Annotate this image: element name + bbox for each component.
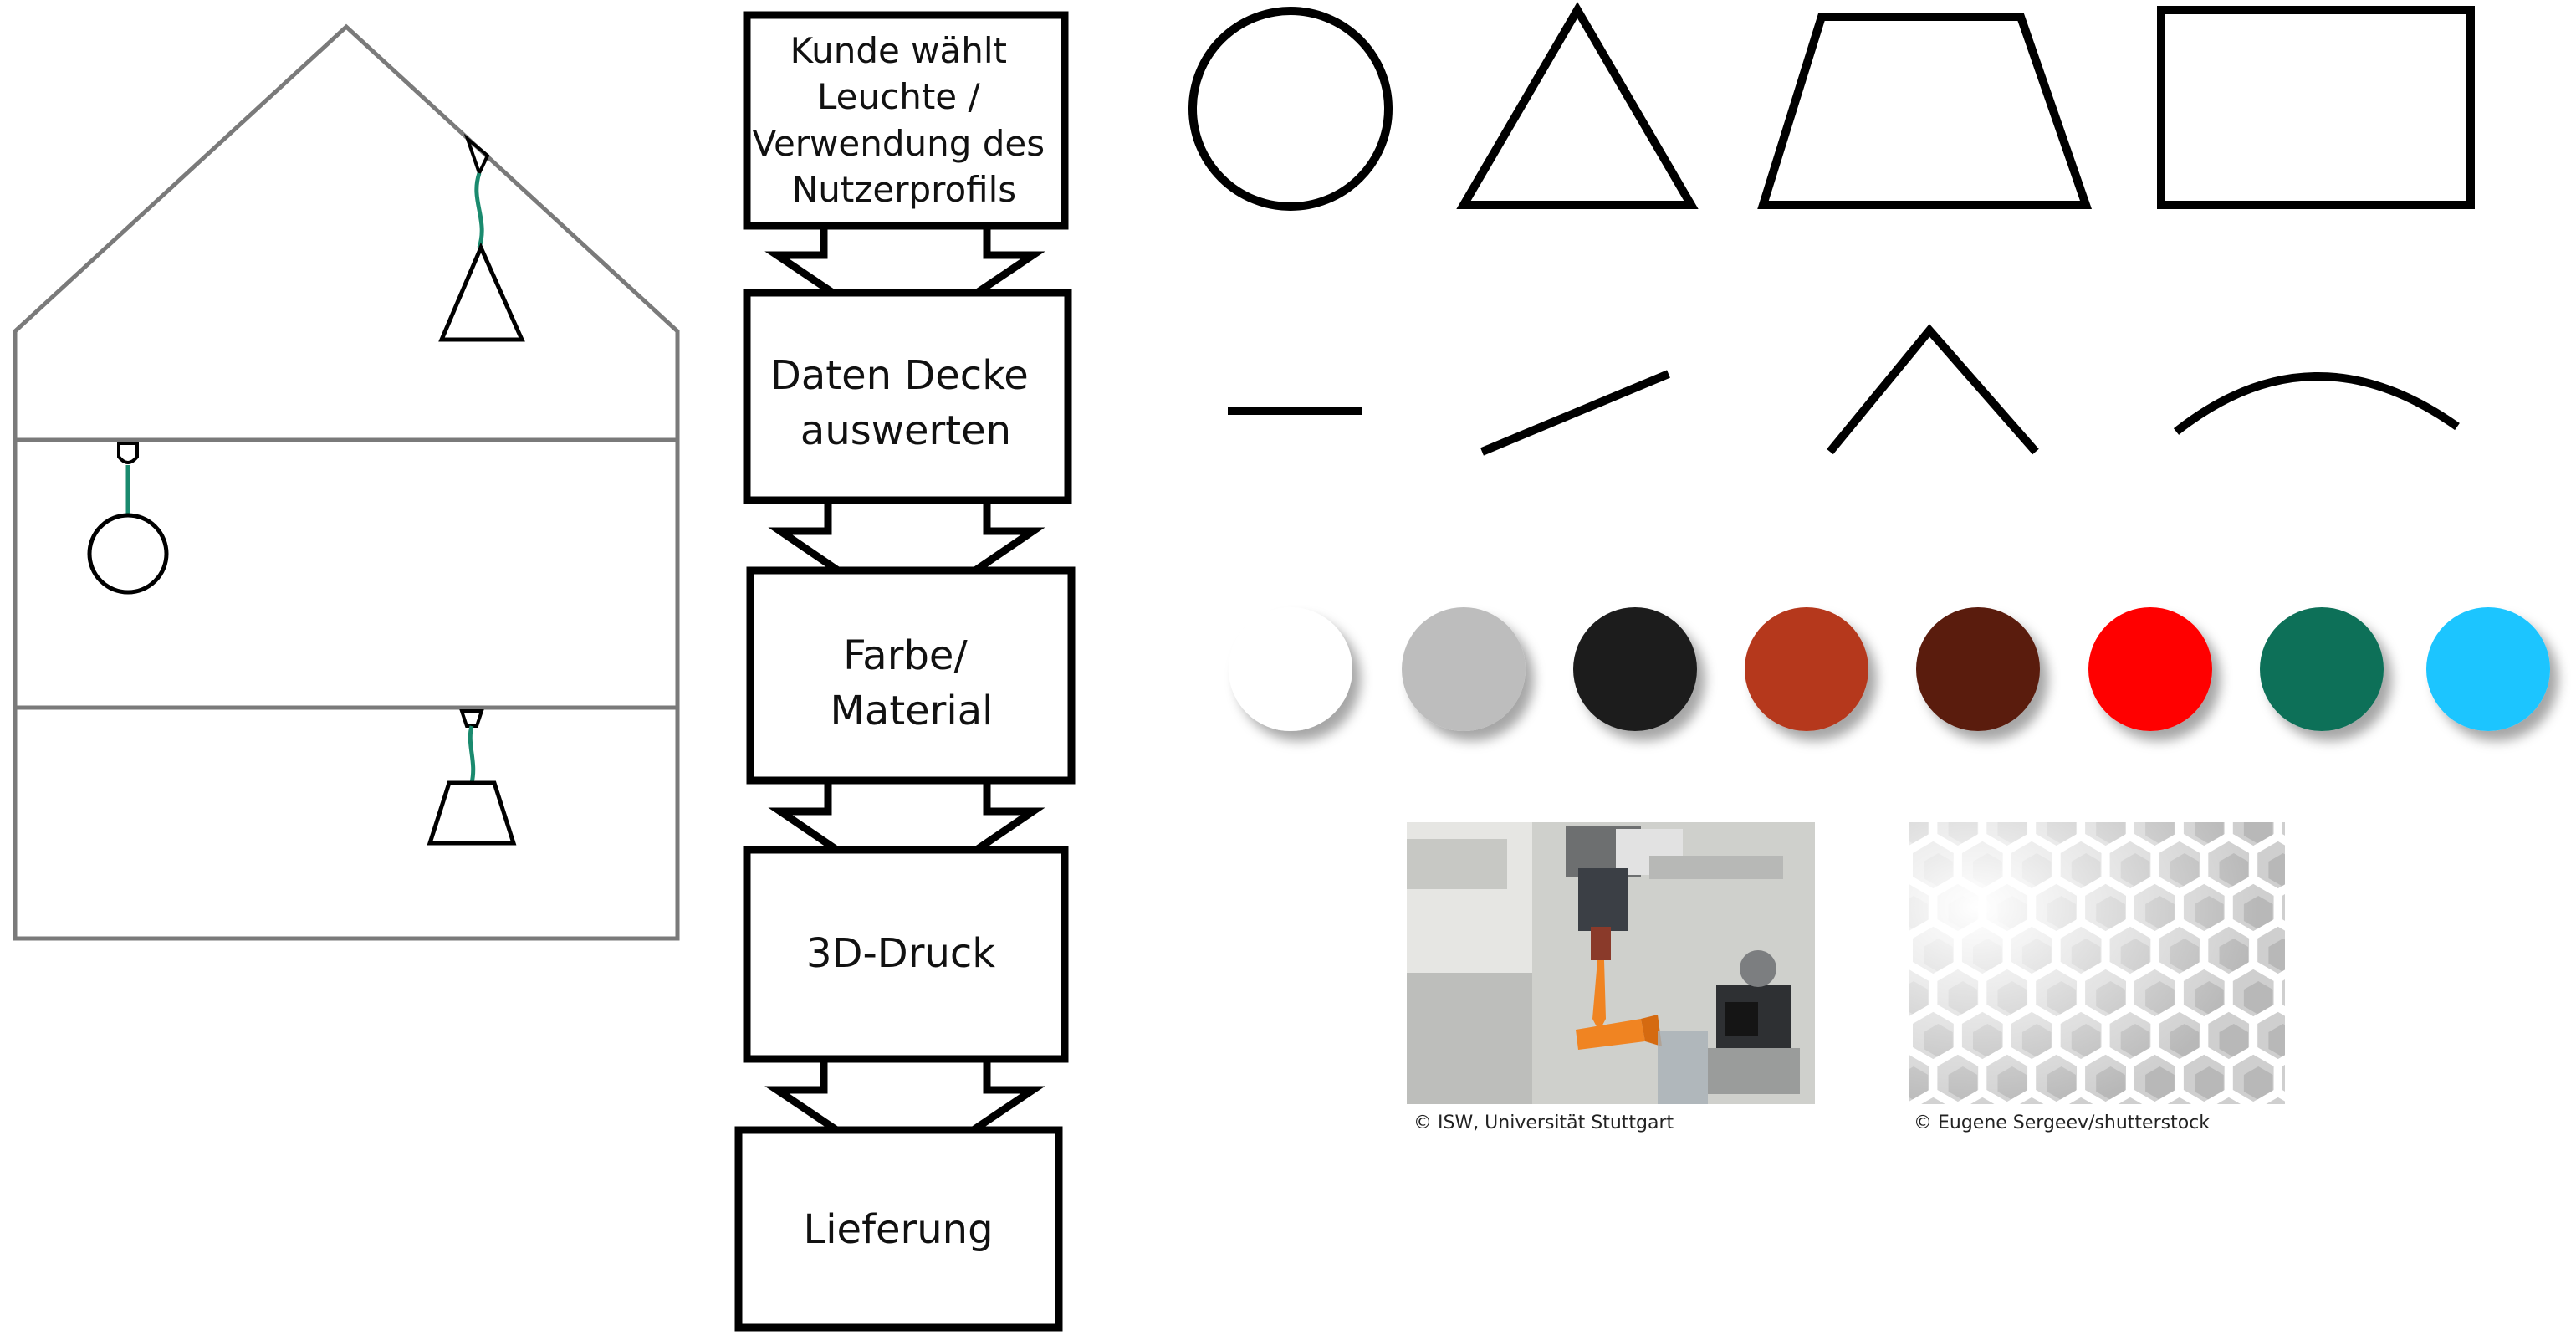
triangle-shape-icon [1456, 2, 1699, 209]
color-swatch-dark-brown [1916, 607, 2040, 731]
lattice-structure-photo [1909, 822, 2285, 1104]
lamp-mount-icon [463, 133, 490, 178]
lamp-mount-icon [459, 709, 484, 728]
trapezoid-shade-icon [427, 780, 517, 846]
flow-step-4-box [743, 846, 1069, 1063]
printer-photo-credit: © ISW, Universität Stuttgart [1413, 1112, 1674, 1133]
flow-step-5-box [734, 1126, 1063, 1332]
flow-step-2-text: Daten Decke auswerten [770, 352, 1041, 454]
house-outline [13, 23, 680, 941]
rectangle-shape-icon [2157, 6, 2475, 209]
flow-step-2-box [743, 289, 1072, 504]
house-diagram [13, 23, 680, 941]
color-palette [1229, 607, 2550, 731]
flow-step-4-text: 3D-Druck [806, 930, 995, 977]
flow-step-3-box [746, 566, 1076, 785]
angled-line-icon [1827, 324, 2039, 455]
color-swatch-rust [1745, 607, 1868, 731]
triangle-shade-icon [438, 242, 525, 342]
shade-shape-options [1188, 2, 2475, 211]
triangle-pendant-lamp [438, 133, 525, 342]
arc-line-icon [2173, 372, 2460, 435]
lamp-cord [474, 172, 484, 248]
color-swatch-red [2088, 607, 2212, 731]
color-swatch-black [1573, 607, 1697, 731]
lattice-photo-credit: © Eugene Sergeev/shutterstock [1914, 1112, 2210, 1133]
flow-step-5-text: Lieferung [803, 1206, 993, 1253]
color-swatch-light-gray [1402, 607, 1526, 731]
inclined-line-icon [1480, 370, 1670, 456]
lamp-mount-icon [117, 442, 139, 464]
line-style-options [1228, 324, 2460, 456]
flow-step-3-text: Farbe/ Material [831, 632, 994, 734]
flow-step-1-box [743, 11, 1069, 230]
trapezoid-pendant-lamp [427, 709, 517, 846]
process-flow: Kunde wählt Leuchte / Verwendung des Nut… [734, 11, 1076, 1332]
trapezoid-shape-icon [1757, 13, 2093, 209]
color-swatch-white [1229, 607, 1352, 731]
circle-shape-icon [1188, 7, 1393, 211]
color-swatch-sky-blue [2426, 607, 2550, 731]
lamp-cord [468, 725, 476, 784]
robot-3d-printer-photo [1407, 822, 1815, 1104]
flow-step-1-text: Kunde wählt Leuchte / Verwendung des Nut… [752, 30, 1055, 210]
circle-pendant-lamp [87, 442, 169, 595]
circle-shade-icon [87, 513, 169, 595]
color-swatch-dark-green [2260, 607, 2384, 731]
